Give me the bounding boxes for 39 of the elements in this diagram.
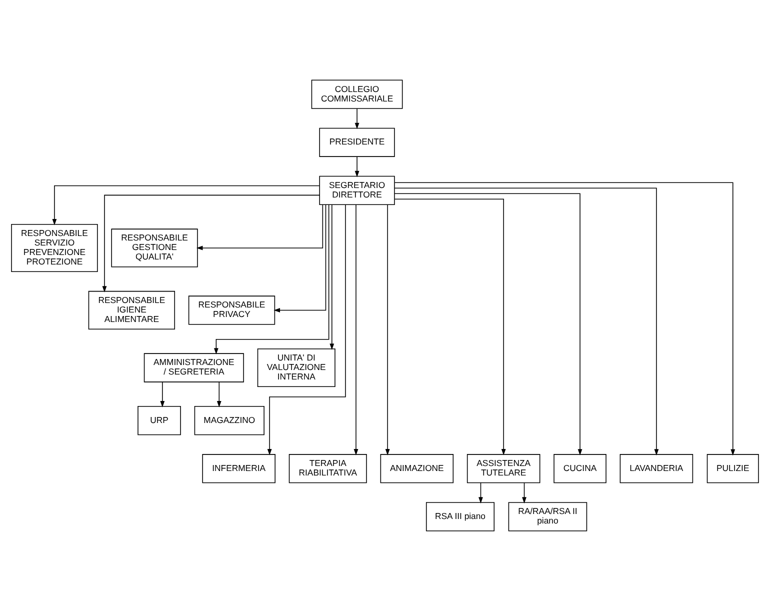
arrow — [354, 108, 360, 130]
arrow — [394, 188, 659, 456]
arrow — [394, 182, 736, 456]
node-box: TERAPIA RIABILITATIVA — [288, 454, 367, 484]
node-box: RESPONSABILE IGIENE ALIMENTARE — [88, 290, 176, 330]
arrow — [394, 198, 506, 456]
arrow — [160, 382, 165, 408]
arrow — [102, 194, 320, 292]
arrow — [354, 204, 358, 456]
arrow — [216, 382, 222, 408]
node-box: INFERMERIA — [202, 454, 276, 484]
node-box: RESPONSABILE GESTIONE QUALITA' — [111, 228, 198, 268]
arrow — [274, 204, 326, 312]
node-box: CUCINA — [554, 454, 606, 484]
node-box: AMMINISTRAZIONE / SEGRETERIA — [144, 353, 244, 382]
arrow — [522, 482, 526, 504]
arrow — [330, 204, 334, 350]
arrow — [52, 185, 320, 226]
node-box: ASSISTENZA TUTELARE — [466, 454, 540, 484]
node-box: LAVANDERIA — [620, 454, 694, 484]
node-box: UNITA' DI VALUTAZIONE INTERNA — [257, 348, 336, 388]
arrow — [478, 482, 483, 504]
node-box: PULIZIE — [706, 454, 759, 484]
node-box: SEGRETARIO DIRETTORE — [319, 176, 395, 206]
node-box: RA/RAA/RSA II piano — [508, 502, 588, 532]
node-box: RSA III piano — [426, 502, 495, 532]
node-box: PRESIDENTE — [319, 128, 395, 157]
arrow — [354, 156, 360, 178]
node-box: MAGAZZINO — [194, 406, 264, 436]
node-box: RESPONSABILE PRIVACY — [188, 296, 276, 325]
arrow — [196, 204, 324, 250]
node-box: ANIMAZIONE — [380, 454, 454, 484]
node-box: RESPONSABILE SERVIZIO PREVENZIONE PROTEZIONE — [11, 224, 98, 272]
arrow — [385, 204, 390, 456]
arrow — [214, 204, 330, 354]
arrow — [267, 204, 346, 456]
arrow — [394, 193, 582, 456]
node-box: COLLEGIO COMMISSARIALE — [311, 80, 403, 109]
node-box: URP — [138, 406, 181, 436]
